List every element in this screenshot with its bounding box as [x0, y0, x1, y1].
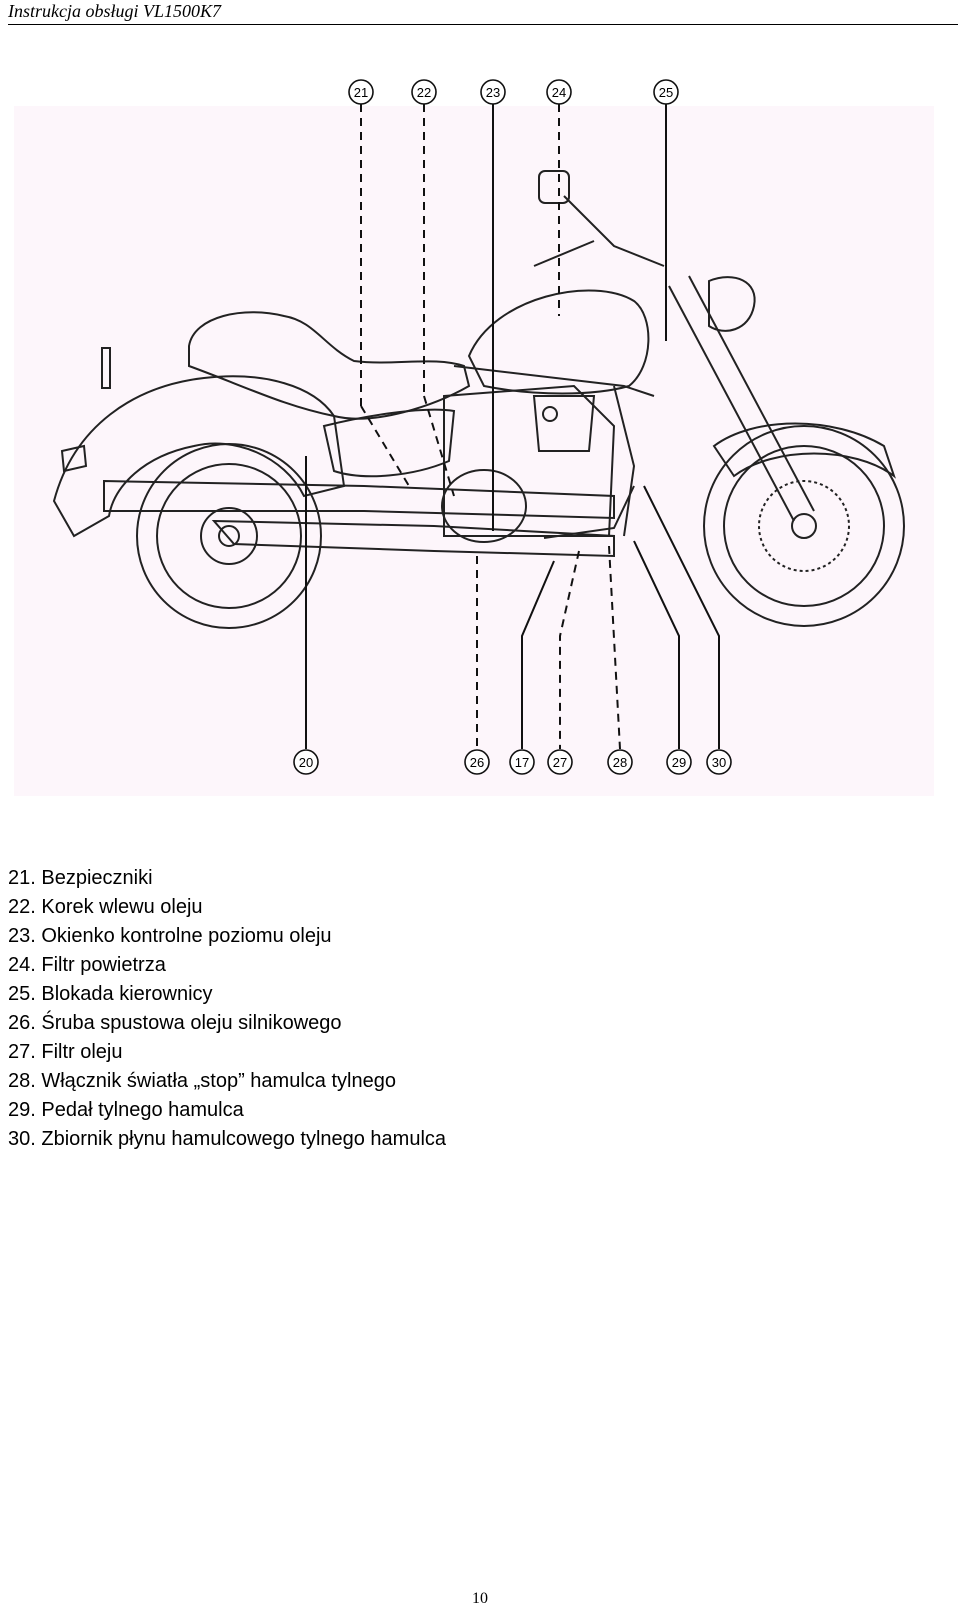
- page-header: Instrukcja obsługi VL1500K7: [8, 0, 958, 25]
- callout-label: 26: [470, 755, 484, 770]
- legend-item: 22. Korek wlewu oleju: [8, 896, 203, 918]
- legend-item: 23. Okienko kontrolne poziomu oleju: [8, 925, 332, 947]
- legend-item: 21. Bezpieczniki: [8, 867, 153, 889]
- legend-item: 25. Blokada kierownicy: [8, 983, 213, 1005]
- callout-label: 25: [659, 85, 673, 100]
- callout-label: 20: [299, 755, 313, 770]
- motorcycle-illustration: 21 22 23 24 25 20 26 17 27 28 29 30: [14, 66, 946, 802]
- callout-label: 17: [515, 755, 529, 770]
- document-title: Instrukcja obsługi VL1500K7: [8, 1, 222, 21]
- callout-label: 24: [552, 85, 566, 100]
- legend-item: 27. Filtr oleju: [8, 1041, 123, 1063]
- callout-label: 29: [672, 755, 686, 770]
- legend-item: 30. Zbiornik płynu hamulcowego tylnego h…: [8, 1128, 447, 1150]
- callout-label: 23: [486, 85, 500, 100]
- callout-label: 30: [712, 755, 726, 770]
- parts-legend: 21. Bezpieczniki 22. Korek wlewu oleju 2…: [8, 864, 446, 1154]
- callout-label: 28: [613, 755, 627, 770]
- page-number: 10: [472, 1590, 488, 1607]
- legend-item: 28. Włącznik światła „stop” hamulca tyln…: [8, 1070, 396, 1092]
- legend-item: 24. Filtr powietrza: [8, 954, 166, 976]
- callout-label: 27: [553, 755, 567, 770]
- callout-label: 22: [417, 85, 431, 100]
- legend-item: 26. Śruba spustowa oleju silnikowego: [8, 1012, 342, 1034]
- callout-label: 21: [354, 85, 368, 100]
- motorcycle-diagram: 21 22 23 24 25 20 26 17 27 28 29 30: [14, 66, 946, 802]
- legend-item: 29. Pedał tylnego hamulca: [8, 1099, 244, 1121]
